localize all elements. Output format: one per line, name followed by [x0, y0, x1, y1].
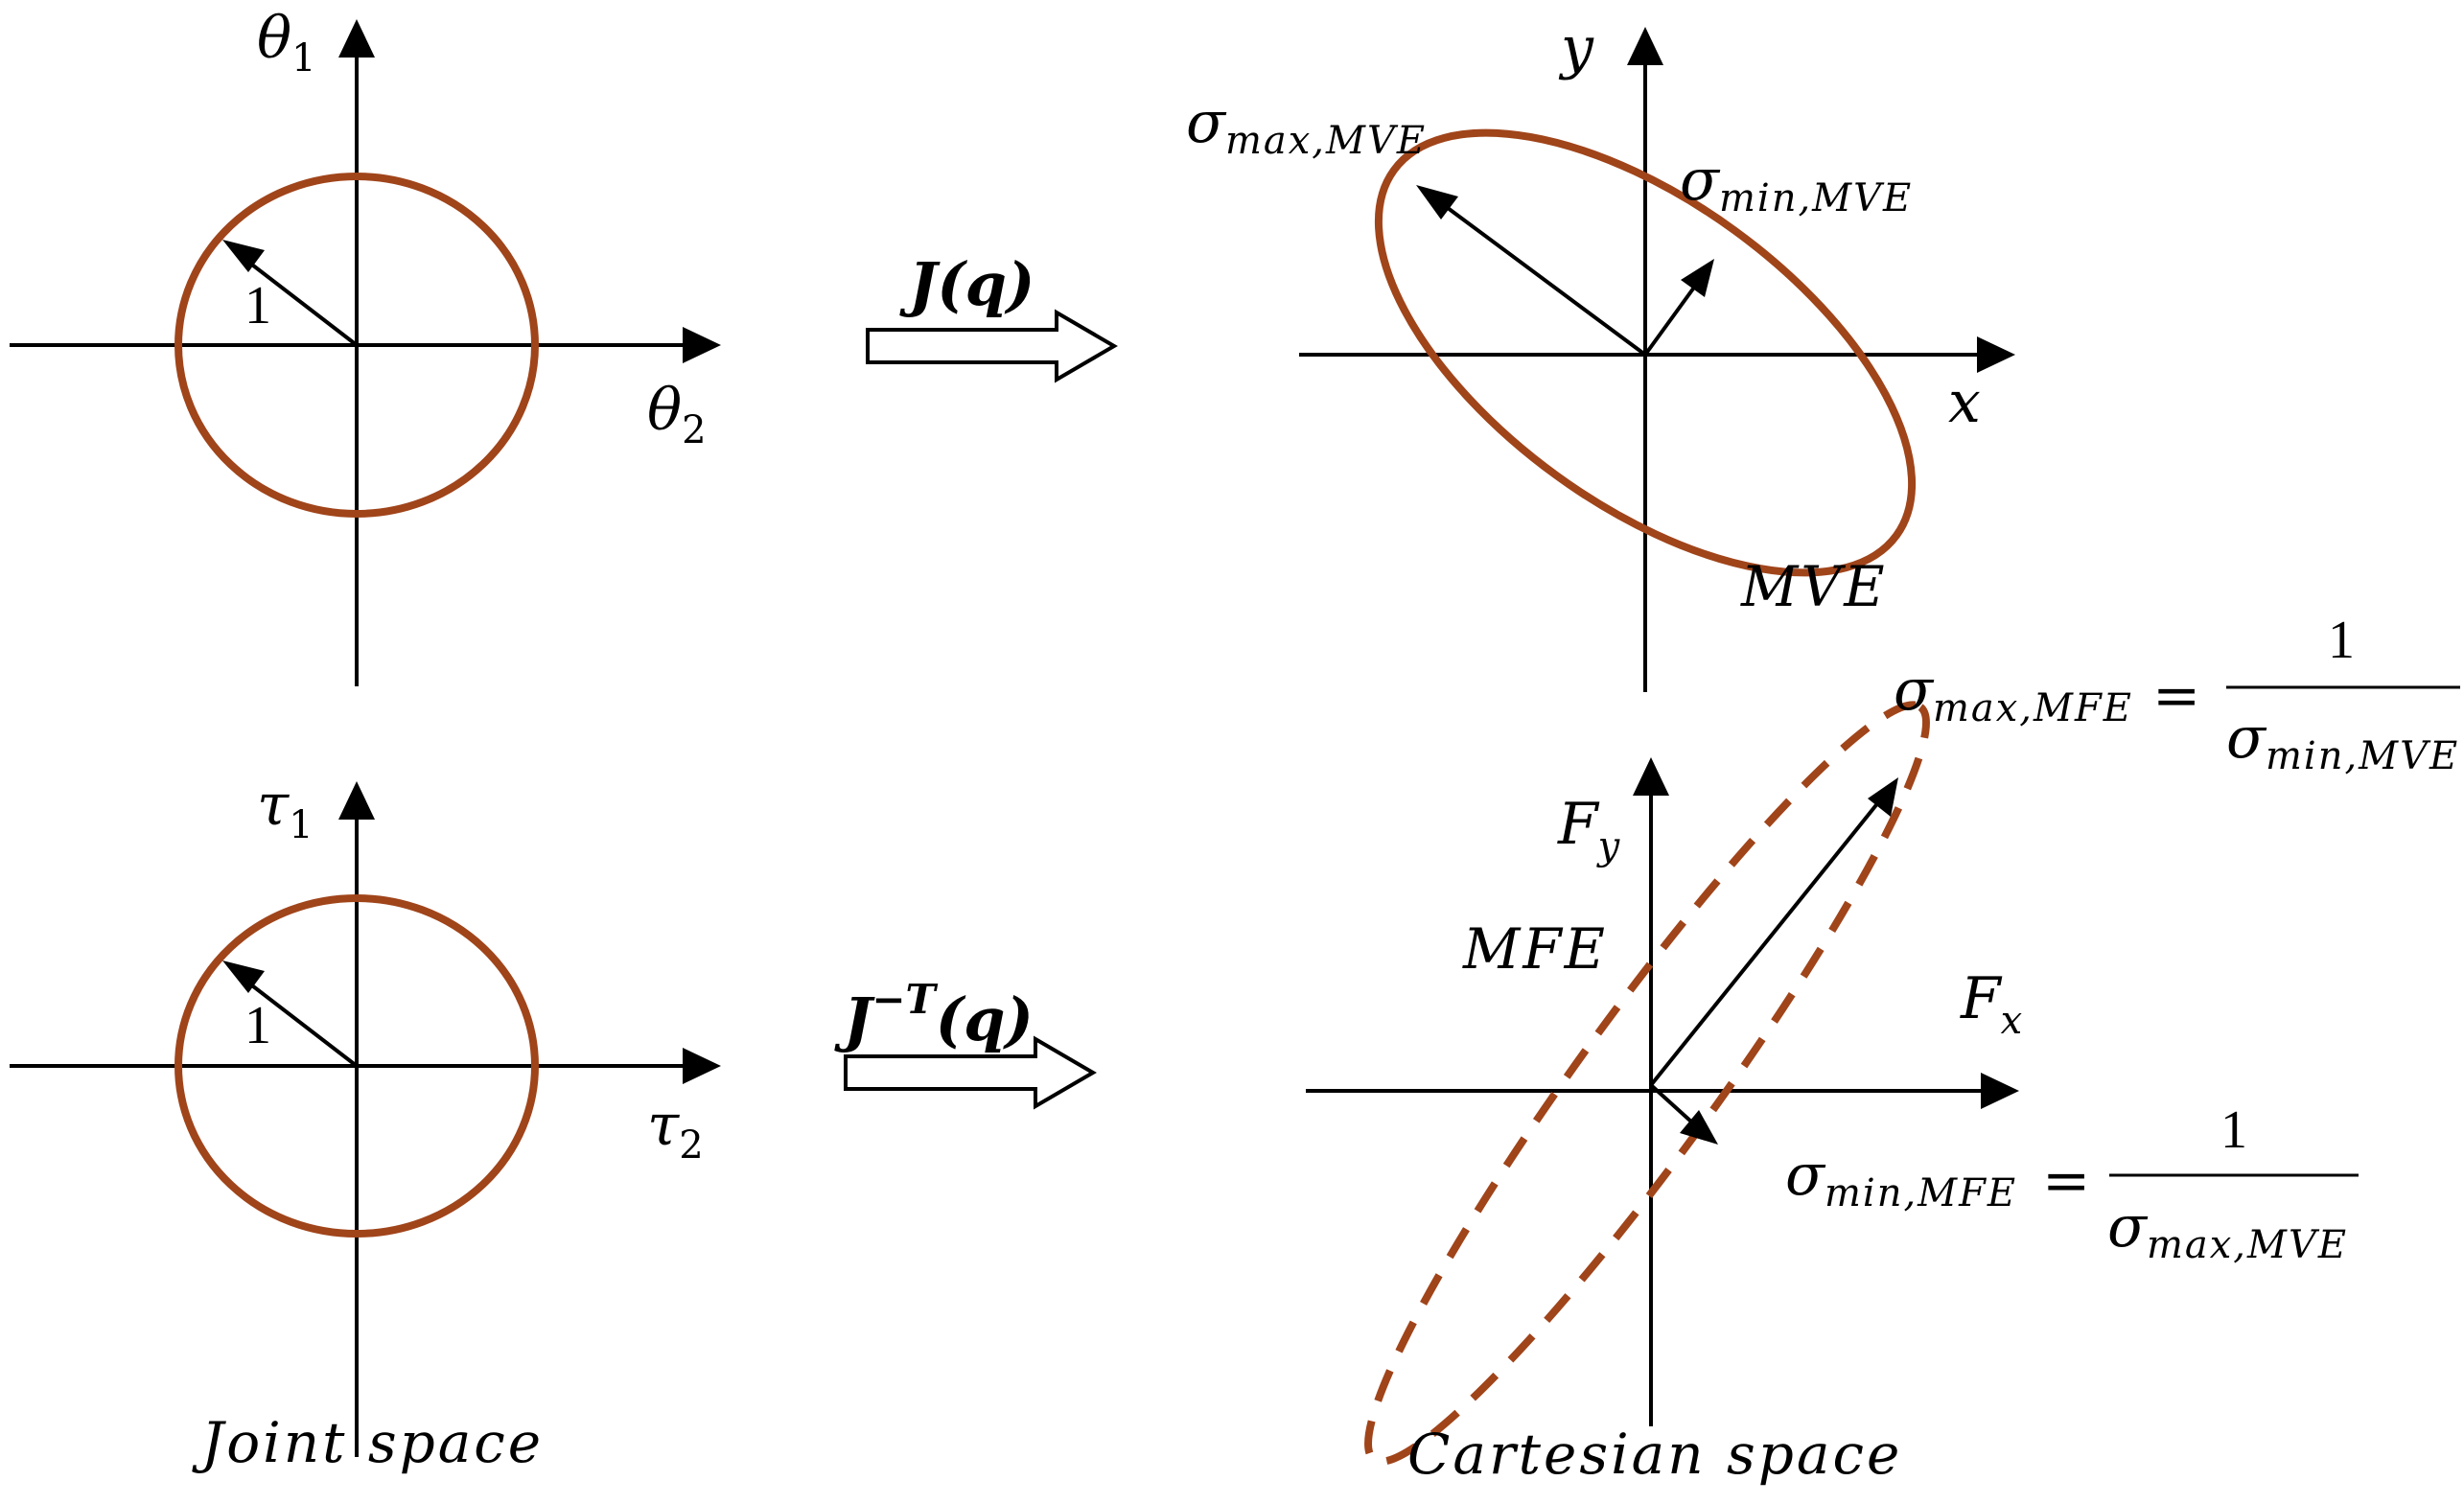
fy-label: Fy — [1557, 791, 1621, 868]
sigma-min-mfe-equation: σmin,MFE = 1 σmax,MVE — [1785, 1100, 2359, 1267]
unit-radius-arrowhead-velocity — [222, 240, 265, 272]
sigma-max-vector-mve — [1438, 200, 1647, 357]
unit-radius-arrowhead-torque — [222, 960, 265, 993]
unit-circle-torque — [174, 894, 539, 1238]
cartesian-force-panel: Fy Fx MFE σmax,MFE = 1 σmin,MVE σmin,MFE… — [1306, 611, 2460, 1487]
mfe-label: MFE — [1462, 916, 1608, 982]
theta2-axis-arrowhead — [683, 327, 721, 363]
theta1-axis-arrowhead — [338, 19, 375, 58]
sigma-max-mfe-numerator: 1 — [2328, 611, 2355, 670]
hollow-arrow-jacobian — [866, 309, 1118, 383]
sigma-min-vector-mfe — [1649, 1083, 1694, 1124]
tau2-axis-arrowhead — [683, 1048, 721, 1084]
sigma-max-mfe-equals: = — [2152, 662, 2200, 729]
hollow-arrow-inverse-transpose — [844, 1035, 1097, 1110]
sigma-min-vector-mve — [1643, 283, 1698, 357]
y-axis-arrowhead — [1627, 27, 1663, 65]
unit-circle-velocity — [174, 173, 539, 518]
sigma-max-mfe-lhs: σmax,MFE — [1894, 657, 2133, 730]
inverse-transpose-label: J−T(q) — [834, 976, 1034, 1054]
sigma-min-mfe-lhs: σmin,MFE — [1785, 1142, 2017, 1215]
joint-velocity-panel: 1 θ1 θ2 — [10, 5, 721, 686]
sigma-min-mve-label: σmin,MVE — [1680, 147, 1913, 220]
jacobian-label: J(q) — [899, 249, 1034, 319]
sigma-min-mfe-equals: = — [2042, 1147, 2090, 1215]
manipulability-force-ellipse — [1364, 701, 1930, 1466]
sigma-min-arrowhead-mfe — [1680, 1110, 1718, 1145]
unit-radius-vector-torque — [243, 978, 359, 1068]
radius-label-velocity: 1 — [244, 276, 271, 336]
fx-axis-arrowhead — [1981, 1073, 2019, 1109]
unit-radius-vector-velocity — [243, 257, 359, 347]
sigma-max-arrowhead-mfe — [1868, 777, 1898, 817]
sigma-max-mfe-denominator: σmin,MVE — [2226, 705, 2459, 778]
sigma-min-mfe-numerator: 1 — [2220, 1100, 2247, 1160]
theta2-label: θ2 — [647, 377, 707, 452]
radius-label-torque: 1 — [244, 996, 271, 1055]
sigma-max-arrowhead-mve — [1416, 185, 1458, 220]
x-axis-arrowhead — [1977, 336, 2015, 373]
caption-cartesian-space: Cartesian space — [1407, 1422, 1902, 1487]
manipulability-velocity-ellipse — [1374, 128, 1917, 577]
mve-label: MVE — [1740, 554, 1888, 619]
sigma-min-mfe-denominator: σmax,MVE — [2107, 1193, 2348, 1267]
caption-joint-space: Joint space — [192, 1410, 544, 1475]
joint-torque-panel: 1 τ1 τ2 Joint space — [10, 772, 721, 1475]
fx-label: Fx — [1960, 965, 2022, 1043]
theta1-label: θ1 — [257, 5, 316, 81]
x-label: x — [1948, 369, 1981, 436]
tau1-axis-arrowhead — [338, 781, 375, 820]
tau1-label: τ1 — [257, 772, 314, 847]
y-label: y — [1558, 14, 1594, 81]
mapping-inverse-transpose: J−T(q) — [834, 976, 1097, 1110]
fy-axis-arrowhead — [1633, 757, 1669, 796]
sigma-max-mve-label: σmax,MVE — [1186, 89, 1427, 163]
sigma-max-mfe-equation: σmax,MFE = 1 σmin,MVE — [1894, 611, 2460, 778]
sigma-min-arrowhead-mve — [1681, 259, 1714, 297]
cartesian-velocity-panel: y x σmax,MVE σmin,MVE MVE — [1186, 14, 2015, 692]
mapping-jacobian: J(q) — [866, 249, 1118, 383]
tau2-label: τ2 — [647, 1092, 704, 1168]
sigma-max-vector-mfe — [1649, 799, 1881, 1087]
